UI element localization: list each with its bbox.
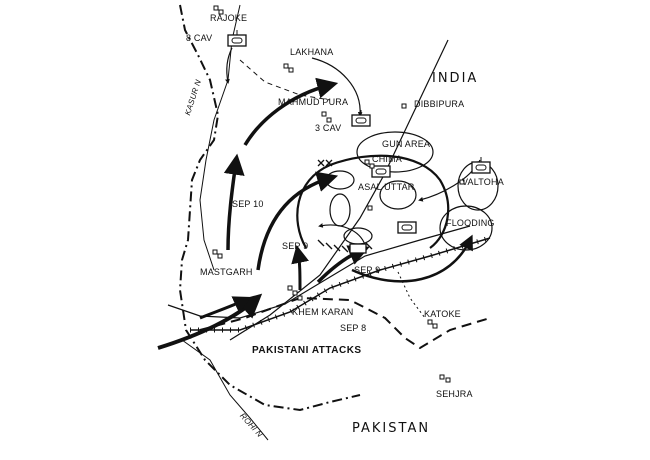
counter-arrow-south xyxy=(318,223,366,246)
tank-symbol-chima xyxy=(371,165,391,178)
date-label-sep9-a: SEP 9 xyxy=(282,241,309,251)
attack-arrow-khemkaran xyxy=(291,244,309,291)
tank-symbol-asal-uttar xyxy=(397,221,417,234)
country-label-pakistan: PAKISTAN xyxy=(352,421,431,436)
defensive-ring xyxy=(296,154,450,249)
defence-pocket-2 xyxy=(329,193,351,227)
date-label-sep9-b: SEP 9 xyxy=(354,265,381,275)
rohi-river xyxy=(181,339,269,441)
attack-arrow-chima xyxy=(256,171,339,271)
international-border xyxy=(178,4,361,412)
date-label-sep10: SEP 10 xyxy=(232,199,264,209)
place-label-asal-uttar: ASAL UTTAR xyxy=(358,182,415,192)
legend-pakistani-attacks: PAKISTANI ATTACKS xyxy=(252,345,362,356)
tank-symbol-defence xyxy=(349,243,367,254)
place-label-sehjra: SEHJRA xyxy=(436,389,473,399)
defence-pocket-1 xyxy=(325,170,355,190)
attack-arrow-sep10 xyxy=(223,153,245,251)
place-label-dibbipura: DIBBIPURA xyxy=(414,99,465,109)
place-label-lakhana: LAKHANA xyxy=(290,47,334,57)
unit-label-3cav: 3 CAV xyxy=(315,123,342,133)
defence-pocket-4 xyxy=(343,227,373,245)
place-label-rajoke: RAJOKE xyxy=(210,13,248,23)
place-label-katoke: KATOKE xyxy=(424,309,461,319)
gun-area-outline xyxy=(356,131,434,173)
counter-arrow-3cav xyxy=(311,57,363,117)
counter-arrow-8cav xyxy=(225,47,233,84)
division-marker xyxy=(317,159,333,167)
attack-arrow-main xyxy=(157,293,263,350)
place-label-gun-area: GUN AREA xyxy=(382,139,431,149)
front-line xyxy=(239,59,331,101)
attack-arrow-mastgarh xyxy=(199,296,252,320)
front-line-south xyxy=(199,296,491,350)
kasur-river xyxy=(199,4,241,271)
village-markers xyxy=(212,5,465,383)
defence-pocket-3 xyxy=(379,180,417,210)
road-valtoha xyxy=(229,39,449,341)
place-label-chima: CHIMA xyxy=(372,154,402,164)
place-label-valtoha: VALTOHA xyxy=(462,177,504,187)
feature-label-flooding: FLOODING xyxy=(446,218,495,228)
place-label-khem-karan: KHEM KARAN xyxy=(292,307,354,317)
date-label-sep8: SEP 8 xyxy=(340,323,367,333)
tank-symbol-valtoha xyxy=(471,157,491,174)
place-label-mastgarh: MASTGARH xyxy=(200,267,253,277)
place-label-mahmud-pura: MAHMUD PURA xyxy=(278,97,349,107)
country-label-india: INDIA xyxy=(432,71,479,86)
tank-symbol-3cav xyxy=(351,110,371,127)
counter-arrow-flood xyxy=(351,234,473,283)
flooding-area xyxy=(439,205,493,251)
unit-label-8cav: 8 CAV xyxy=(186,33,213,43)
katoke-track xyxy=(397,271,426,319)
attack-arrow-lakhana xyxy=(243,77,339,146)
tank-symbol-8cav xyxy=(227,30,247,47)
railway xyxy=(190,237,491,331)
